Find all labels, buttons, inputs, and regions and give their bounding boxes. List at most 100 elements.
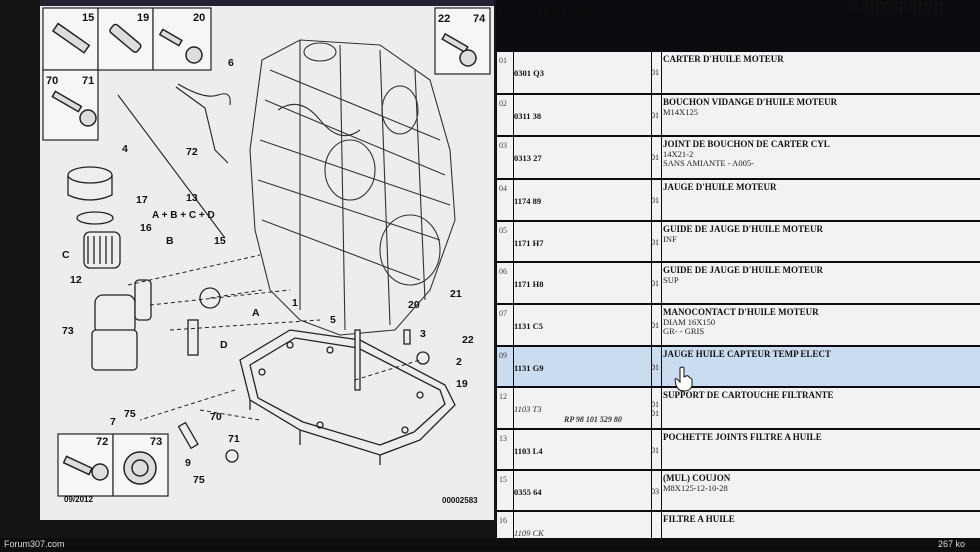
table-row[interactable]: 02 0311 38 01 BOUCHON VIDANGE D'HUILE MOTEU… bbox=[497, 95, 980, 136]
part-description: CARTER D'HUILE MOTEUR bbox=[663, 54, 784, 64]
part-reference: 0311 38 bbox=[514, 111, 542, 121]
inset-label: 15 bbox=[82, 12, 94, 24]
part-spec: 14X21-2 bbox=[663, 149, 694, 159]
part-index: 03 bbox=[499, 141, 507, 150]
part-reference: 0355 64 bbox=[514, 487, 542, 497]
callout: 16 bbox=[140, 222, 152, 234]
part-reference: 1171 H8 bbox=[514, 279, 544, 289]
part-reference: 1131 G9 bbox=[514, 363, 544, 373]
part-spec: M8X125-12-10-28 bbox=[663, 483, 728, 493]
callout: 9 bbox=[185, 457, 191, 469]
part-quantity: 01 bbox=[652, 238, 659, 247]
inset-label: 73 bbox=[150, 436, 162, 448]
inset-label: 19 bbox=[137, 12, 149, 24]
part-description: (MUL) COUJON bbox=[663, 473, 731, 483]
callout: 22 bbox=[462, 334, 474, 346]
part-index: 05 bbox=[499, 226, 507, 235]
part-quantity: 01 bbox=[652, 196, 659, 205]
part-index: 16 bbox=[499, 516, 507, 525]
callout: 70 bbox=[210, 411, 222, 423]
part-quantity: 01 bbox=[652, 446, 659, 455]
inset-label: 20 bbox=[193, 12, 205, 24]
part-reference: 0301 Q3 bbox=[514, 68, 544, 78]
exploded-parts-diagram: 15 19 20 22 74 70 71 72 73 bbox=[40, 0, 494, 520]
callout: 72 bbox=[186, 146, 198, 158]
page-title: T5F 1 11A 37A bbox=[498, 5, 593, 21]
part-reference: 1103 T3 bbox=[514, 404, 542, 414]
part-quantity: 03 bbox=[652, 487, 659, 496]
table-row[interactable]: 04 1174 89 01 JAUGE D'HUILE MOTEUR bbox=[497, 180, 980, 221]
callout: 5 bbox=[330, 314, 336, 326]
inset-label: 71 bbox=[82, 75, 94, 87]
part-reference: 1174 89 bbox=[514, 196, 542, 206]
inset-label: 22 bbox=[438, 13, 450, 25]
callout: 12 bbox=[70, 274, 82, 286]
part-index: 01 bbox=[499, 56, 507, 65]
callout: 75 bbox=[124, 408, 136, 420]
table-row[interactable]: 01 0301 Q3 01 CARTER D'HUILE MOTEUR bbox=[497, 52, 980, 94]
part-quantity: 01 bbox=[652, 111, 659, 120]
part-index: 06 bbox=[499, 267, 507, 276]
callout: 2 bbox=[456, 356, 462, 368]
part-description: JAUGE D'HUILE MOTEUR bbox=[663, 182, 777, 192]
part-reference: 1131 C5 bbox=[514, 321, 544, 331]
part-index: 04 bbox=[499, 184, 507, 193]
part-description: GUIDE DE JAUGE D'HUILE MOTEUR bbox=[663, 265, 824, 275]
callout: 71 bbox=[228, 433, 240, 445]
callout: 4 bbox=[122, 143, 128, 155]
table-row[interactable]: 05 1171 H7 01 GUIDE DE JAUGE D'HUILE MOTEUR… bbox=[497, 222, 980, 262]
file-size: 267 ko bbox=[938, 539, 966, 549]
footer-bar: Forum307.com 267 ko bbox=[0, 538, 980, 551]
inset-label: 70 bbox=[46, 75, 58, 87]
part-spec: INF bbox=[663, 234, 677, 244]
callout: 19 bbox=[456, 378, 468, 390]
watermark-text: Forum307.com bbox=[4, 539, 65, 549]
bolt-icons bbox=[51, 22, 477, 485]
table-row[interactable]: 13 1103 L4 01 POCHETTE JOINTS FILTRE A HUIL… bbox=[497, 430, 980, 470]
callout: B bbox=[166, 235, 174, 247]
diagram-date: 09/2012 bbox=[64, 495, 93, 504]
part-quantity: 01 bbox=[652, 363, 659, 372]
part-spec: DIAM 16X150 bbox=[663, 317, 716, 327]
part-description: JOINT DE BOUCHON DE CARTER CYL bbox=[663, 139, 830, 149]
part-spec: M14X125 bbox=[663, 107, 698, 117]
part-index: 12 bbox=[499, 392, 507, 401]
part-index: 15 bbox=[499, 475, 507, 484]
callout: 20 bbox=[408, 299, 420, 311]
inset-label: 74 bbox=[473, 13, 486, 25]
engine-block-illustration bbox=[249, 39, 456, 336]
callout: 1 bbox=[292, 297, 298, 309]
part-description: SUPPORT DE CARTOUCHE FILTRANTE bbox=[663, 390, 834, 400]
oil-pan-illustration bbox=[239, 329, 456, 465]
callout: 3 bbox=[420, 328, 426, 340]
assembly-formula: A + B + C + D bbox=[152, 210, 215, 221]
callout: 15 bbox=[214, 235, 226, 247]
part-spec: GR- - GRIS bbox=[663, 326, 705, 336]
part-reference: 1103 L4 bbox=[514, 446, 543, 456]
callout-numbers: 6 4 72 17 13 16 C B 15 12 A D 73 7 75 1 … bbox=[62, 57, 474, 486]
part-description: BOUCHON VIDANGE D'HUILE MOTEUR bbox=[663, 97, 838, 107]
callout: A bbox=[252, 307, 260, 319]
part-quantity: 01 bbox=[652, 153, 659, 162]
inset-label: 72 bbox=[96, 436, 108, 448]
part-quantity: 01 bbox=[652, 400, 659, 409]
part-reference: 1109 CK bbox=[514, 528, 544, 538]
part-description: POCHETTE JOINTS FILTRE A HUILE bbox=[663, 432, 822, 442]
part-description: GUIDE DE JAUGE D'HUILE MOTEUR bbox=[663, 224, 824, 234]
part-spec: SANS AMIANTE - A005- bbox=[663, 158, 754, 168]
part-quantity: 01 bbox=[652, 68, 659, 77]
part-reference: 1171 H7 bbox=[514, 238, 544, 248]
callout: 17 bbox=[136, 194, 148, 206]
callout: 21 bbox=[450, 288, 462, 300]
part-index: 02 bbox=[499, 99, 507, 108]
part-index: 13 bbox=[499, 434, 507, 443]
part-description: MANOCONTACT D'HUILE MOTEUR bbox=[663, 307, 819, 317]
callout: 73 bbox=[62, 325, 74, 337]
callout: 6 bbox=[228, 57, 234, 69]
